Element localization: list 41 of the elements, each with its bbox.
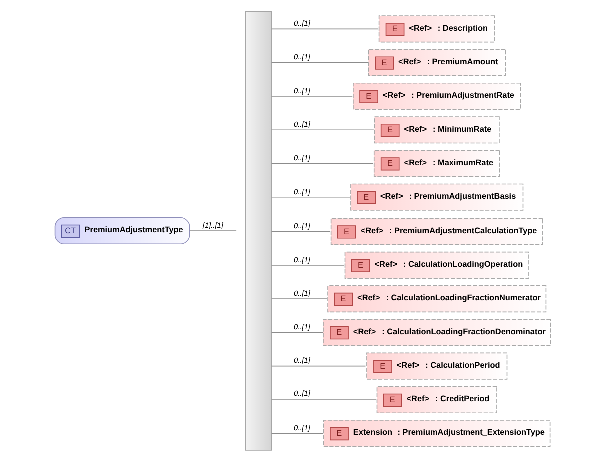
edge-label: [1]..[1] xyxy=(202,220,224,230)
edge-label: 0..[1] xyxy=(294,19,310,28)
node-box: E <Ref> : CreditPeriod xyxy=(376,386,498,414)
edge-label: 0..[1] xyxy=(294,288,310,298)
connector xyxy=(271,163,374,164)
edge-label: 0..[1] xyxy=(294,322,310,332)
node-box: E <Ref> : CalculationLoadingFractionNumerator xyxy=(328,286,547,313)
node-box: E Extension : PremiumAdjustment_ExtensionType xyxy=(324,420,551,448)
edge-label: 0..[1] xyxy=(294,222,310,231)
connector xyxy=(271,28,378,30)
connector xyxy=(271,298,328,300)
connector xyxy=(271,433,324,434)
edge-label: 0..[1] xyxy=(294,187,310,196)
edge-label: 0..[1] xyxy=(294,154,310,163)
node-box: E <Ref> : PremiumAmount xyxy=(368,49,506,76)
edge-label: 0..[1] xyxy=(294,389,310,398)
edge-label: 0..[1] xyxy=(294,356,310,366)
edge-label: 0..[1] xyxy=(294,255,310,264)
connector xyxy=(271,96,354,97)
edge-label: 0..[1] xyxy=(294,423,310,432)
node-box: E <Ref> : CalculationPeriod xyxy=(366,352,508,380)
edge-label: 0..[1] xyxy=(294,52,310,62)
node-box: E <Ref> : CalculationLoadingOperation xyxy=(344,252,530,279)
node-box: E <Ref> : MinimumRate xyxy=(374,116,500,144)
connector xyxy=(271,366,366,367)
connector xyxy=(271,130,374,131)
connector xyxy=(271,62,369,64)
connector xyxy=(271,231,331,232)
connector xyxy=(271,196,351,198)
node-box: E <Ref> : PremiumAdjustmentCalculationType xyxy=(330,218,544,246)
node-box: E <Ref> : MaximumRate xyxy=(374,150,500,178)
node-box: CT PremiumAdjustmentType xyxy=(54,217,190,245)
node-box: E <Ref> : PremiumAdjustmentBasis xyxy=(350,184,524,211)
connector xyxy=(271,332,324,334)
node-box: E <Ref> : PremiumAdjustmentRate xyxy=(353,82,522,110)
edge-label: 0..[1] xyxy=(294,86,310,96)
connector xyxy=(189,230,237,232)
node-box: E <Ref> : CalculationLoadingFractionDenominator xyxy=(323,319,552,346)
connector xyxy=(271,265,345,266)
node-box: E <Ref> : Description xyxy=(378,16,496,43)
edge-label: 0..[1] xyxy=(294,120,310,129)
